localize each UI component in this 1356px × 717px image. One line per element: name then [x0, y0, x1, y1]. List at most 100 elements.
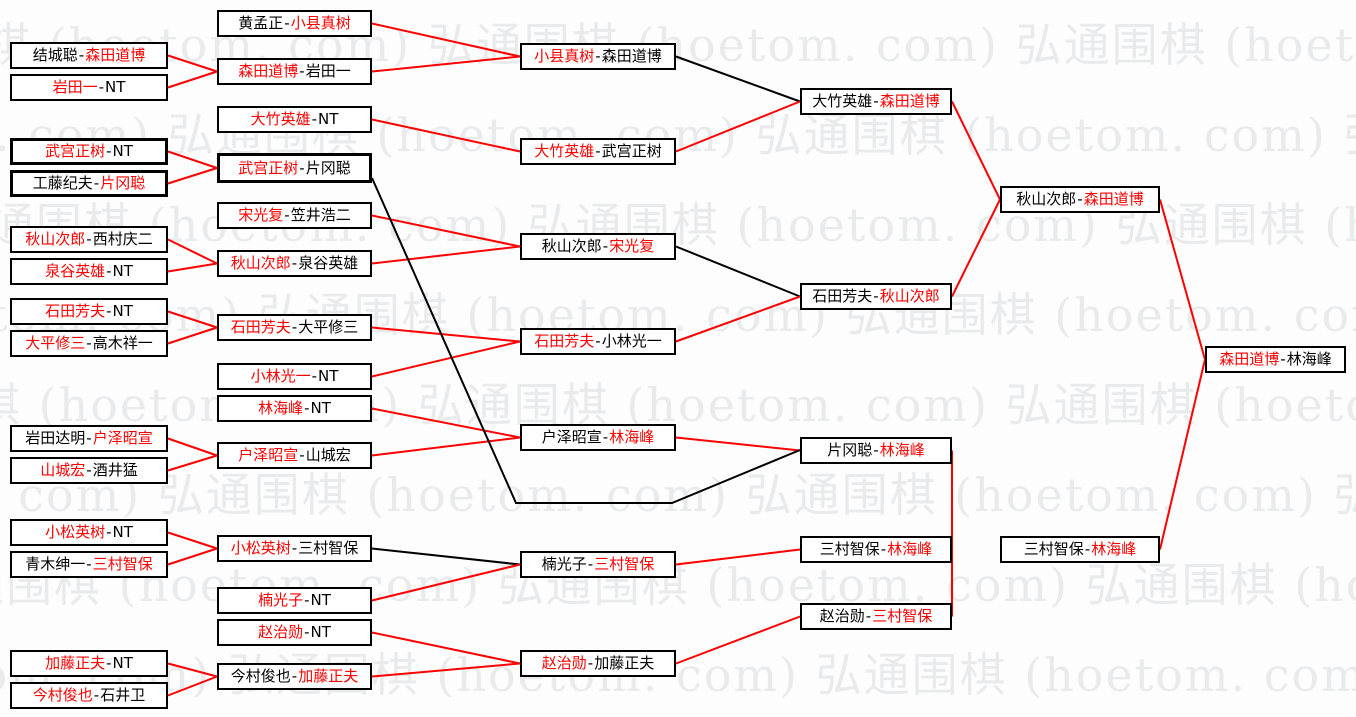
player-left: 楠光子	[258, 591, 304, 609]
connector-line	[371, 407, 521, 439]
player-left: 三村智保	[1023, 540, 1084, 558]
match-box[interactable]: 石田芳夫-小林光一	[520, 328, 676, 355]
connector-line	[371, 118, 521, 153]
versus-separator: -	[106, 654, 112, 672]
player-left: 小松英树	[45, 523, 106, 541]
versus-separator: -	[880, 540, 887, 558]
match-box[interactable]: 楠光子-NT	[217, 587, 372, 614]
match-box[interactable]: 大竹英雄-武宫正树	[520, 138, 676, 165]
player-right: 西村庆二	[92, 230, 153, 248]
match-box[interactable]: 岩田达明-户泽昭宣	[10, 425, 168, 452]
player-right: NT	[112, 302, 133, 320]
versus-separator: -	[299, 446, 305, 464]
player-right: 三村智保	[594, 555, 655, 573]
player-right: 森田道博	[1083, 190, 1144, 208]
player-left: 林海峰	[258, 399, 304, 417]
player-left: 石田芳夫	[534, 332, 595, 350]
connector-line	[167, 238, 218, 265]
player-right: 酒井猛	[92, 461, 138, 479]
match-box[interactable]: 户泽昭宣-林海峰	[520, 424, 676, 451]
player-left: 秋山次郎	[1016, 190, 1077, 208]
match-box[interactable]: 工藤纪夫-片冈聪	[10, 170, 168, 197]
match-box[interactable]: 户泽昭宣-山城宏	[217, 442, 372, 469]
versus-separator: -	[873, 441, 879, 459]
player-right: NT	[310, 623, 331, 641]
match-box[interactable]: 黄孟正-小县真树	[217, 10, 372, 37]
match-box[interactable]: 大平修三-高木祥一	[10, 330, 168, 357]
connector-line	[675, 295, 801, 343]
versus-separator: -	[291, 539, 298, 557]
match-box[interactable]: 赵治勋-三村智保	[800, 603, 952, 630]
match-box[interactable]: 楠光子-三村智保	[520, 551, 676, 578]
player-left: 工藤纪夫	[32, 174, 93, 192]
connector-line	[675, 615, 801, 665]
match-box[interactable]: 小松英树-三村智保	[217, 535, 372, 562]
match-box[interactable]: 森田道博-林海峰	[1205, 346, 1346, 373]
match-box[interactable]: 青木绅一-三村智保	[10, 551, 168, 578]
match-box[interactable]: 小林光一-NT	[217, 363, 372, 390]
match-box[interactable]: 武宫正树-片冈聪	[217, 153, 372, 183]
match-box[interactable]: 结城聪-森田道博	[10, 42, 168, 69]
player-right: 户泽昭宣	[92, 429, 153, 447]
player-right: 泉谷英雄	[298, 254, 359, 272]
player-right: 岩田一	[305, 62, 351, 80]
versus-separator: -	[78, 46, 85, 64]
versus-separator: -	[595, 142, 601, 160]
connector-line	[167, 326, 218, 345]
player-left: 加藤正夫	[45, 654, 106, 672]
connector-line	[675, 436, 801, 452]
match-box[interactable]: 片冈聪-林海峰	[800, 437, 952, 464]
match-box[interactable]: 林海峰-NT	[217, 395, 372, 422]
versus-separator: -	[98, 78, 105, 96]
player-left: 黄孟正	[238, 14, 284, 32]
player-left: 赵治勋	[258, 623, 304, 641]
match-box[interactable]: 宋光复-笠井浩二	[217, 202, 372, 229]
player-right: 林海峰	[887, 540, 933, 558]
match-box[interactable]: 森田道博-岩田一	[217, 58, 372, 85]
match-box[interactable]: 三村智保-林海峰	[800, 536, 952, 563]
versus-separator: -	[284, 14, 290, 32]
player-left: 楠光子	[541, 555, 587, 573]
connector-line	[675, 245, 801, 298]
connector-line	[1159, 359, 1206, 550]
player-right: NT	[112, 142, 133, 160]
player-left: 赵治勋	[819, 607, 865, 625]
match-box[interactable]: 秋山次郎-森田道博	[1000, 186, 1160, 213]
versus-separator: -	[299, 62, 305, 80]
player-left: 小林光一	[250, 367, 311, 385]
match-box[interactable]: 今村俊也-加藤正夫	[217, 663, 372, 690]
match-box[interactable]: 石田芳夫-秋山次郎	[800, 283, 952, 310]
player-right: 小林光一	[601, 332, 662, 350]
versus-separator: -	[311, 367, 318, 385]
connector-line	[371, 631, 521, 665]
match-box[interactable]: 小县真树-森田道博	[520, 43, 676, 70]
match-box[interactable]: 秋山次郎-泉谷英雄	[217, 250, 372, 277]
match-box[interactable]: 三村智保-林海峰	[1000, 536, 1160, 563]
match-box[interactable]: 秋山次郎-宋光复	[520, 233, 676, 260]
player-left: 大竹英雄	[534, 142, 595, 160]
match-box[interactable]: 大竹英雄-森田道博	[800, 88, 952, 115]
match-box[interactable]: 石田芳夫-大平修三	[217, 314, 372, 341]
match-box[interactable]: 赵治勋-加藤正夫	[520, 650, 676, 677]
connector-line	[371, 662, 521, 678]
match-box[interactable]: 武宫正树-NT	[10, 138, 168, 165]
watermark-text: 弘通围棋 (hoetom. com) 弘通围棋 (hoetom. com) 弘通…	[0, 18, 1356, 72]
match-box[interactable]: 岩田一-NT	[10, 74, 168, 101]
watermark-text: 弘通围棋 (hoetom. com) 弘通围棋 (hoetom. com) 弘通…	[0, 648, 1356, 702]
match-box[interactable]: 泉谷英雄-NT	[10, 258, 168, 285]
match-box[interactable]: 小松英树-NT	[10, 519, 168, 546]
match-box[interactable]: 石田芳夫-NT	[10, 298, 168, 325]
match-box[interactable]: 加藤正夫-NT	[10, 650, 168, 677]
versus-separator: -	[602, 237, 609, 255]
player-left: 青木绅一	[25, 555, 86, 573]
player-left: 武宫正树	[45, 142, 106, 160]
match-box[interactable]: 今村俊也-石井卫	[10, 682, 168, 709]
versus-separator: -	[595, 332, 601, 350]
match-box[interactable]: 山城宏-酒井猛	[10, 457, 168, 484]
match-box[interactable]: 秋山次郎-西村庆二	[10, 226, 168, 253]
versus-separator: -	[1077, 190, 1083, 208]
player-left: 结城聪	[32, 46, 78, 64]
versus-separator: -	[93, 686, 100, 704]
match-box[interactable]: 赵治勋-NT	[217, 619, 372, 646]
match-box[interactable]: 大竹英雄-NT	[217, 106, 372, 133]
